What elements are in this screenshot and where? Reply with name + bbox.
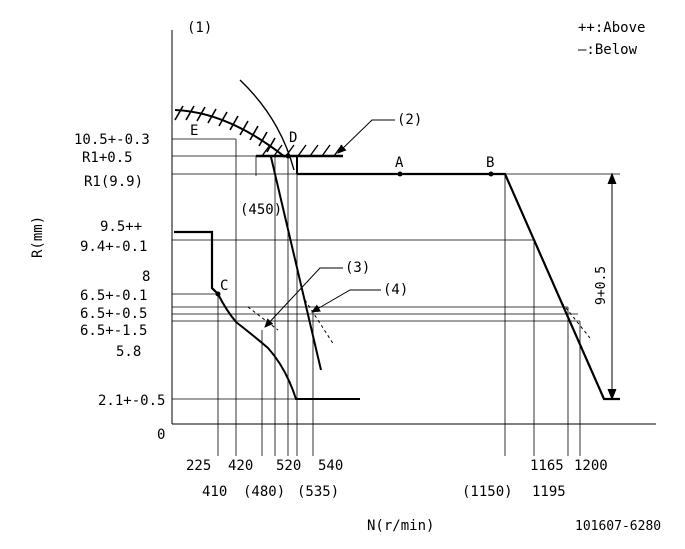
y-tick-10-5: 10.5+-0.3 (74, 132, 150, 148)
y-tick-r1-9-9: R1(9.9) (84, 174, 143, 190)
point-markers (215, 153, 494, 297)
point-a-marker (397, 171, 403, 177)
y-tick-6-5-b: 6.5+-0.5 (80, 306, 147, 322)
callout-leaders (264, 119, 395, 328)
x-tick-420: 420 (228, 458, 253, 474)
x-tick-535: (535) (297, 484, 339, 500)
axes (171, 30, 656, 425)
legend-below: —:Below (578, 42, 638, 58)
horizontal-reference-lines (172, 138, 620, 400)
y-tick-2-1: 2.1+-0.5 (98, 393, 165, 409)
y-tick-5-8: 5.8 (116, 344, 141, 360)
droop-line (270, 156, 322, 371)
x-tick-410: 410 (202, 484, 227, 500)
y-tick-6-5-a: 6.5+-0.1 (80, 288, 147, 304)
x-tick-540: 540 (318, 458, 343, 474)
x-tick-1150: (1150) (462, 484, 513, 500)
y-tick-8: 8 (142, 269, 150, 285)
point-d-marker (285, 153, 291, 159)
upper-limit-curve (239, 79, 295, 171)
x-axis-label: N(r/min) (367, 518, 434, 534)
point-c-label: C (220, 278, 228, 294)
x-tick-480: (480) (243, 484, 285, 500)
x-tick-labels-row2: 410 (480) (535) (1150) 1195 (202, 484, 566, 500)
idle-curve (217, 293, 360, 400)
full-load-line (297, 172, 620, 401)
point-e-label: E (190, 123, 198, 139)
hatched-stop-area (174, 105, 286, 158)
point-b-marker (488, 171, 494, 177)
callout-2: (2) (397, 112, 422, 128)
vertical-reference-lines (217, 139, 581, 456)
callout-4: (4) (383, 282, 408, 298)
stopper-bar (256, 144, 343, 158)
point-a-label: A (395, 155, 404, 171)
point-d-label: D (289, 130, 297, 146)
dimension-label: 9+0.5 (594, 266, 609, 305)
point-c-marker (215, 291, 221, 297)
callout-3: (3) (345, 260, 370, 276)
drawing-number: 101607-6280 (575, 519, 661, 534)
x-tick-1195: 1195 (532, 484, 566, 500)
y-tick-r1-plus: R1+0.5 (82, 150, 133, 166)
x-tick-1200: 1200 (574, 458, 608, 474)
y-tick-6-5-c: 6.5+-1.5 (80, 323, 147, 339)
x-tick-1165: 1165 (530, 458, 564, 474)
y-tick-labels: 10.5+-0.3 R1+0.5 R1(9.9) 9.5++ 9.4+-0.1 … (74, 132, 165, 409)
dimension-line (607, 172, 617, 401)
x-tick-520: 520 (276, 458, 301, 474)
x-label-450: (450) (240, 202, 282, 218)
origin-label: 0 (157, 427, 165, 443)
corner-label: (1) (187, 20, 212, 36)
x-tick-labels-row1: 225 420 520 540 1165 1200 (186, 458, 608, 474)
y-axis-label: R(mm) (30, 216, 46, 258)
y-tick-9-4: 9.4+-0.1 (80, 239, 147, 255)
legend-above: ++:Above (578, 20, 645, 36)
x-tick-225: 225 (186, 458, 211, 474)
point-b-label: B (486, 155, 494, 171)
y-tick-9-5: 9.5++ (100, 219, 142, 235)
start-line (174, 230, 219, 295)
